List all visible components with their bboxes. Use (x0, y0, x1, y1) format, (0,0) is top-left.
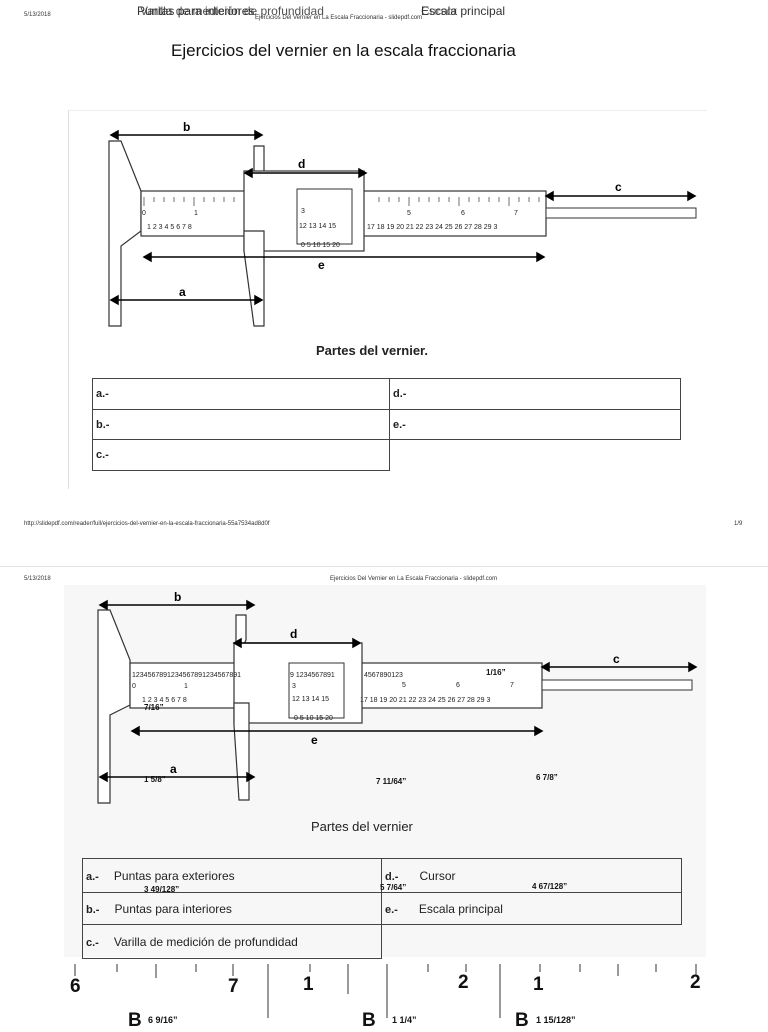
measurement-a-inner: 7/16” (144, 703, 164, 712)
page-date: 5/13/2018 (24, 12, 51, 18)
vernier-diagram: 0 1 5 6 7 3 1 2 3 4 5 6 7 8 17 18 19 20 21 22… (108, 120, 697, 327)
row-label-b: b.- (86, 903, 100, 916)
svg-text:0 5 10 15 20: 0 5 10 15 20 (301, 242, 340, 249)
svg-text:1 2 3 4 5 6 7 8: 1 2 3 4 5 6 7 8 (147, 224, 192, 231)
svg-text:1234567891234567891234567891: 1234567891234567891234567891 (132, 672, 241, 679)
answer-value: 1 1/4” (392, 1015, 417, 1025)
site-title: Ejercicios Del Vernier en La Escala Frac… (255, 15, 423, 21)
svg-text:0: 0 (142, 210, 146, 217)
page-date: 5/13/2018 (24, 576, 51, 582)
diagram-caption: Partes del vernier (311, 819, 413, 834)
svg-text:7: 7 (514, 210, 518, 217)
vernier-window (296, 188, 353, 245)
svg-text:3: 3 (301, 208, 305, 215)
page-divider (0, 566, 768, 567)
site-title: Ejercicios Del Vernier en La Escala Frac… (330, 576, 498, 582)
svg-text:7: 7 (510, 682, 514, 689)
svg-text:4567890123: 4567890123 (364, 672, 403, 679)
ruler-number: 6 (70, 976, 81, 997)
answer-value: 1 15/128” (536, 1015, 576, 1025)
parts-table: a.- d.- b.- e.- c.- (92, 378, 681, 471)
diagram-caption: Partes del vernier. (316, 343, 429, 358)
measurement-c: 1/16” (486, 668, 506, 677)
label-d: d (298, 157, 305, 171)
svg-text:9 1234567891: 9 1234567891 (290, 672, 335, 679)
measurement-a: 1 5/8” (144, 775, 166, 784)
answer-c: Varilla de medición de profundidad (113, 934, 298, 949)
bottom-ruler-strip (0, 958, 768, 1024)
answer-a: Puntas para exteriores (113, 868, 235, 883)
row-label-e: e.- (385, 903, 398, 916)
movable-lower-jaw (243, 230, 265, 327)
measurement-exteriores: 3 49/128” (144, 885, 180, 894)
svg-text:6: 6 (456, 682, 460, 689)
label-b: b (183, 120, 190, 134)
row-label-c: c.- (96, 449, 109, 461)
measurement-cursor: 5 7/64” (380, 883, 407, 892)
svg-text:1: 1 (184, 683, 188, 690)
svg-text:17 18 19 20 21 22 23 24 25 26: 17 18 19 20 21 22 23 24 25 26 27 28 29 3 (367, 224, 498, 231)
svg-text:3: 3 (292, 683, 296, 690)
label-e: e (318, 258, 325, 272)
svg-text:12 13 14 15: 12 13 14 15 (299, 223, 336, 230)
page-heading: Ejercicios del vernier en la escala frac… (171, 41, 516, 60)
row-label-a: a.- (96, 388, 109, 400)
label-a: a (179, 285, 186, 299)
measurement-e: 7 11/64” (376, 777, 407, 786)
svg-text:0: 0 (132, 683, 136, 690)
row-label-d: d.- (393, 388, 407, 400)
overlap-text: Puntas para interiores (137, 4, 255, 18)
overlap-text: Escala principal (421, 4, 506, 18)
row-label-d: d.- (385, 870, 399, 883)
svg-text:17 18 19 20 21 22 23 24 25 26: 17 18 19 20 21 22 23 24 25 26 27 28 29 3 (360, 697, 491, 704)
footer-url[interactable]: http://slidepdf.com/reader/full/ejercici… (24, 521, 270, 527)
label-c: c (613, 652, 620, 666)
svg-text:5: 5 (407, 210, 411, 217)
svg-text:1 2 3 4 5 6 7 8: 1 2 3 4 5 6 7 8 (142, 697, 187, 704)
ruler-number: 7 (228, 976, 239, 997)
depth-rod (545, 207, 697, 219)
svg-text:0 5 10 15 20: 0 5 10 15 20 (294, 715, 333, 722)
row-label-e: e.- (393, 418, 406, 431)
ruler-number: 2 (690, 972, 701, 993)
label-d: d (290, 627, 297, 641)
parts-table-answered: a.- Puntas para exteriores d.- Cursor b.… (82, 858, 682, 959)
svg-text:12 13 14 15: 12 13 14 15 (292, 696, 329, 703)
row-label-a: a.- (86, 870, 99, 883)
row-label-b: b.- (96, 418, 110, 431)
label-e: e (311, 733, 318, 747)
measurement-total: 6 7/8” (536, 773, 558, 782)
answer-letter: B (362, 1010, 376, 1031)
answer-letter: B (515, 1010, 529, 1031)
answer-b: Puntas para interiores (114, 901, 232, 916)
vernier-diagram-answered: 1234567891234567891234567891 9 123456789… (97, 590, 698, 804)
measurement-escala: 4 67/128” (532, 882, 568, 891)
svg-text:6: 6 (461, 210, 465, 217)
svg-text:5: 5 (402, 682, 406, 689)
answer-e: Escala principal (418, 901, 503, 916)
row-label-c: c.- (86, 936, 99, 949)
overlap-text: Cursor (421, 4, 458, 18)
ruler-number: 2 (458, 972, 469, 993)
label-a: a (170, 762, 177, 776)
page-number: 1/9 (734, 521, 743, 527)
overlap-text: Varilla de medición de profundidad (140, 4, 324, 18)
label-c: c (615, 180, 622, 194)
answer-d: Cursor (419, 868, 456, 883)
fixed-jaw (108, 140, 142, 327)
answer-value: 6 9/16” (148, 1015, 178, 1025)
ruler-number: 1 (533, 974, 544, 995)
ruler-number: 1 (303, 974, 314, 995)
answer-letter: B (128, 1010, 142, 1031)
label-b: b (174, 590, 181, 604)
svg-text:1: 1 (194, 210, 198, 217)
